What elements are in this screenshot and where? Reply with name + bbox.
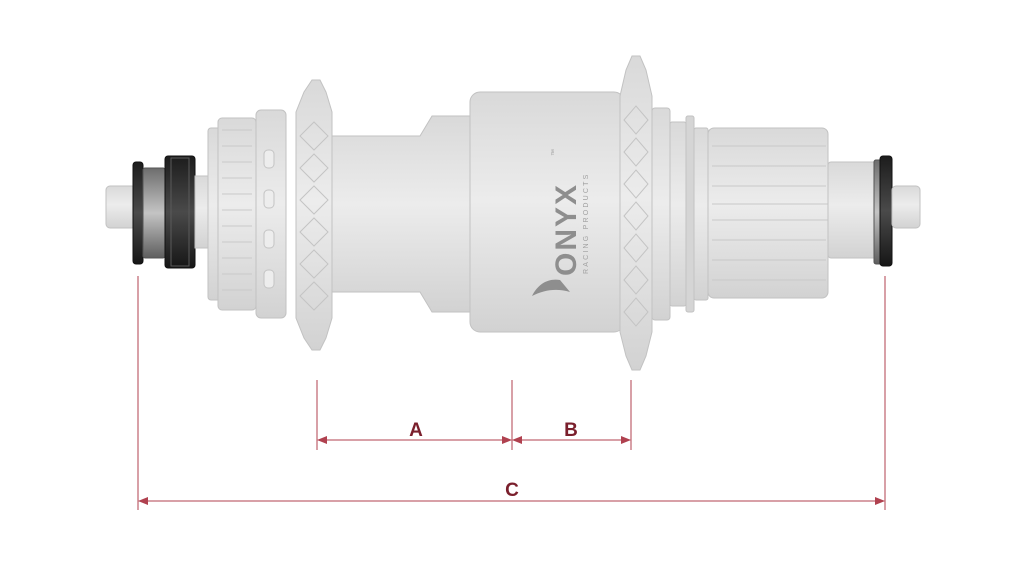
hub-illustration [105,55,921,371]
brand-trademark: ™ [551,147,558,156]
brand-tagline: RACING PRODUCTS [583,173,590,274]
left-seal [132,161,144,265]
brand-name: ONYX [550,183,583,276]
rotor-interface [207,109,287,319]
brand-logo: ONYX RACING PRODUCTS ™ [532,147,590,296]
left-locknut [164,155,196,269]
left-axle-end [105,185,137,229]
right-axle-end [891,185,921,229]
brand-wing-icon [532,279,570,296]
left-bearing-ring [142,167,166,259]
freehub-body [707,127,879,299]
dimension-b-label: B [564,420,578,441]
hub-shell-center [331,115,471,313]
right-flange [619,55,653,371]
right-seal [879,155,893,267]
left-flange [295,79,333,351]
dimension-lines [137,276,886,510]
dimension-c-label: C [505,480,519,501]
dimension-a-label: A [409,420,423,441]
hub-body [469,91,625,333]
